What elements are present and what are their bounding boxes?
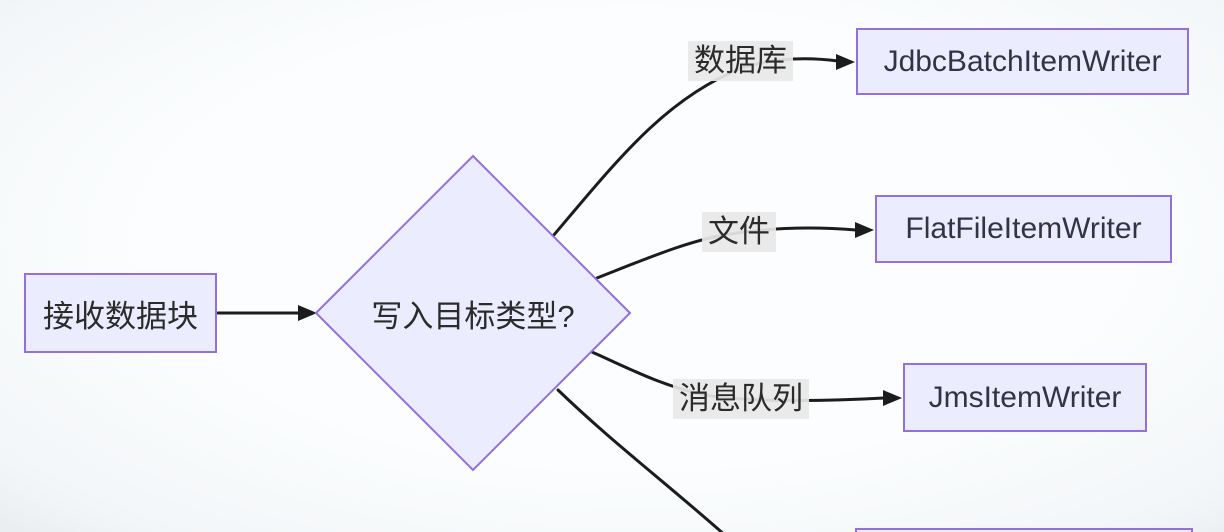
node-flatfile: FlatFileItemWriter — [875, 195, 1172, 263]
node-jdbc: JdbcBatchItemWriter — [856, 28, 1189, 95]
node-receive: 接收数据块 — [24, 273, 217, 353]
edge-decision-to-partial-bottom — [556, 388, 724, 532]
edge-label-message-queue: 消息队列 — [673, 379, 809, 420]
edge-decision-to-jdbc — [551, 57, 840, 238]
node-jdbc-label: JdbcBatchItemWriter — [883, 44, 1162, 78]
node-flatfile-label: FlatFileItemWriter — [905, 212, 1142, 245]
edge-label-file: 文件 — [702, 212, 776, 253]
arrowhead-into-decision — [298, 305, 317, 321]
arrowhead-into-jms — [883, 390, 902, 406]
arrowhead-into-jdbc — [836, 54, 855, 70]
node-receive-label: 接收数据块 — [43, 298, 198, 334]
arrowhead-into-flatfile — [855, 222, 874, 238]
node-jms: JmsItemWriter — [903, 363, 1147, 432]
node-decision-label: 写入目标类型? — [371, 298, 575, 334]
decision-diamond-shape — [314, 154, 632, 472]
edge-label-database: 数据库 — [688, 41, 793, 82]
node-jms-label: JmsItemWriter — [928, 380, 1122, 414]
node-partial-bottom — [855, 528, 1193, 532]
